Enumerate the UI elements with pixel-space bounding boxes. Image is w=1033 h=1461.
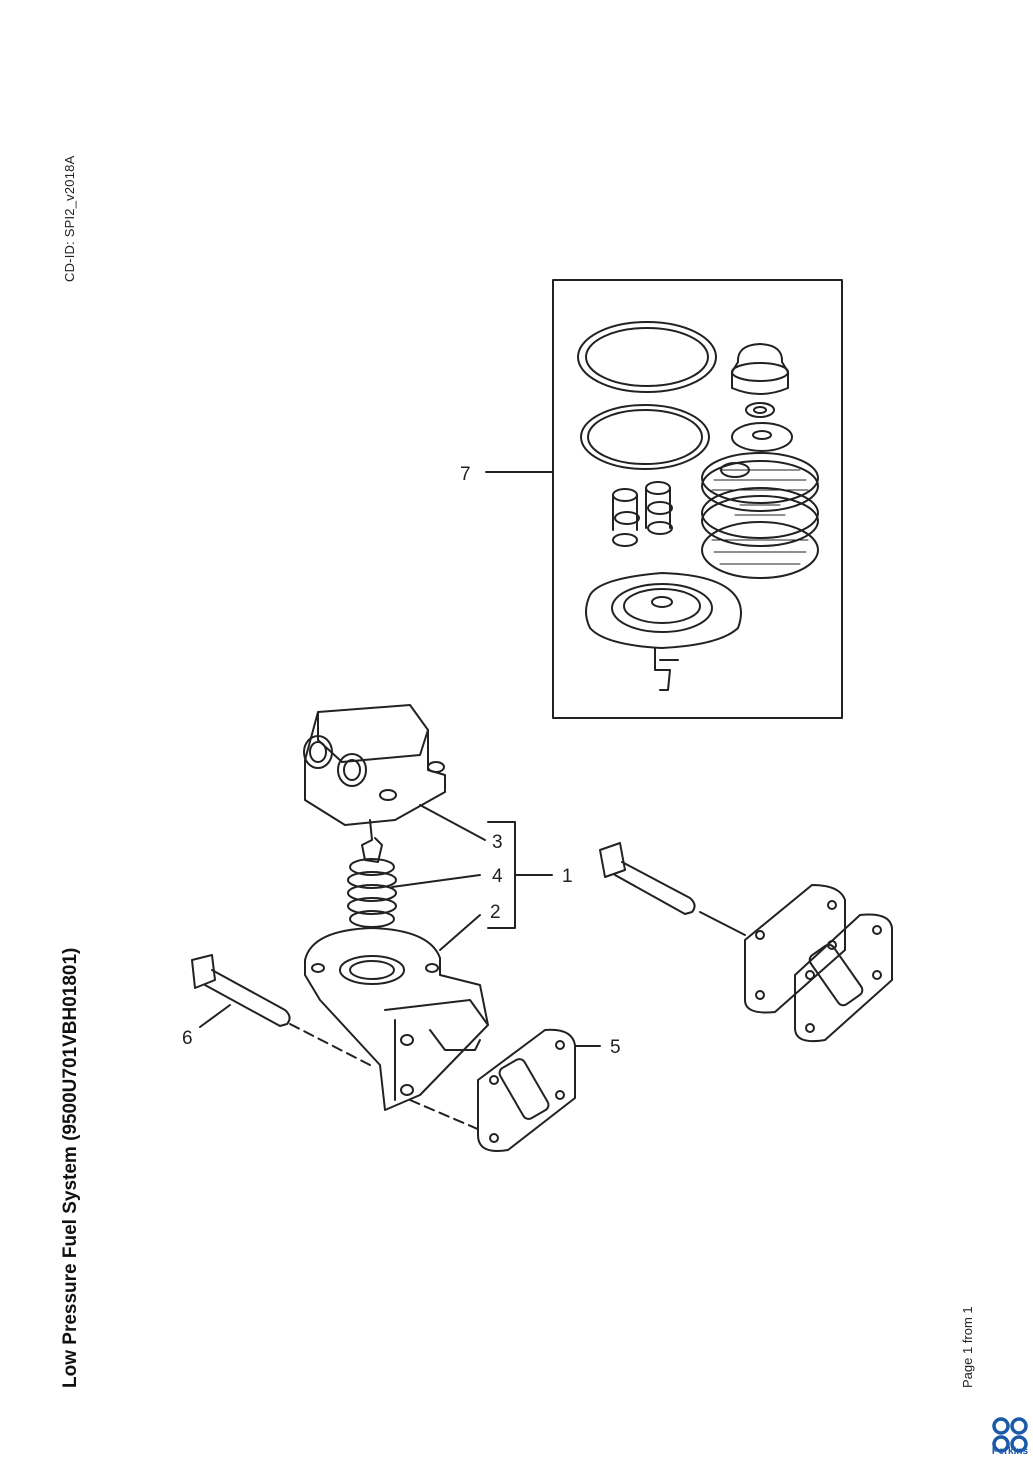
valve-cap (731, 343, 789, 418)
callout-6: 6 (182, 1028, 193, 1049)
valve-cluster (612, 481, 673, 547)
gasket-rear (794, 913, 893, 1043)
bolt-left (191, 954, 291, 1027)
callout-4: 4 (492, 866, 503, 887)
callout-2: 2 (490, 902, 501, 923)
bolt-right (599, 842, 696, 915)
kit-box (485, 279, 843, 719)
diaphragm (585, 572, 742, 691)
valve-washer (731, 422, 793, 452)
brand-name: Perkins (991, 1446, 1029, 1457)
callout-3: 3 (492, 832, 503, 853)
spring (347, 858, 397, 928)
upper-housing (303, 704, 446, 863)
perkins-logo (992, 1417, 1028, 1453)
callout-1: 1 (562, 866, 573, 887)
o-ring-small (580, 404, 710, 470)
callout-5: 5 (610, 1037, 621, 1058)
gasket-front (477, 1028, 576, 1152)
callout-7: 7 (460, 464, 471, 485)
valve-discs (701, 452, 819, 579)
lower-body (304, 927, 489, 1111)
o-ring-large (577, 321, 717, 393)
